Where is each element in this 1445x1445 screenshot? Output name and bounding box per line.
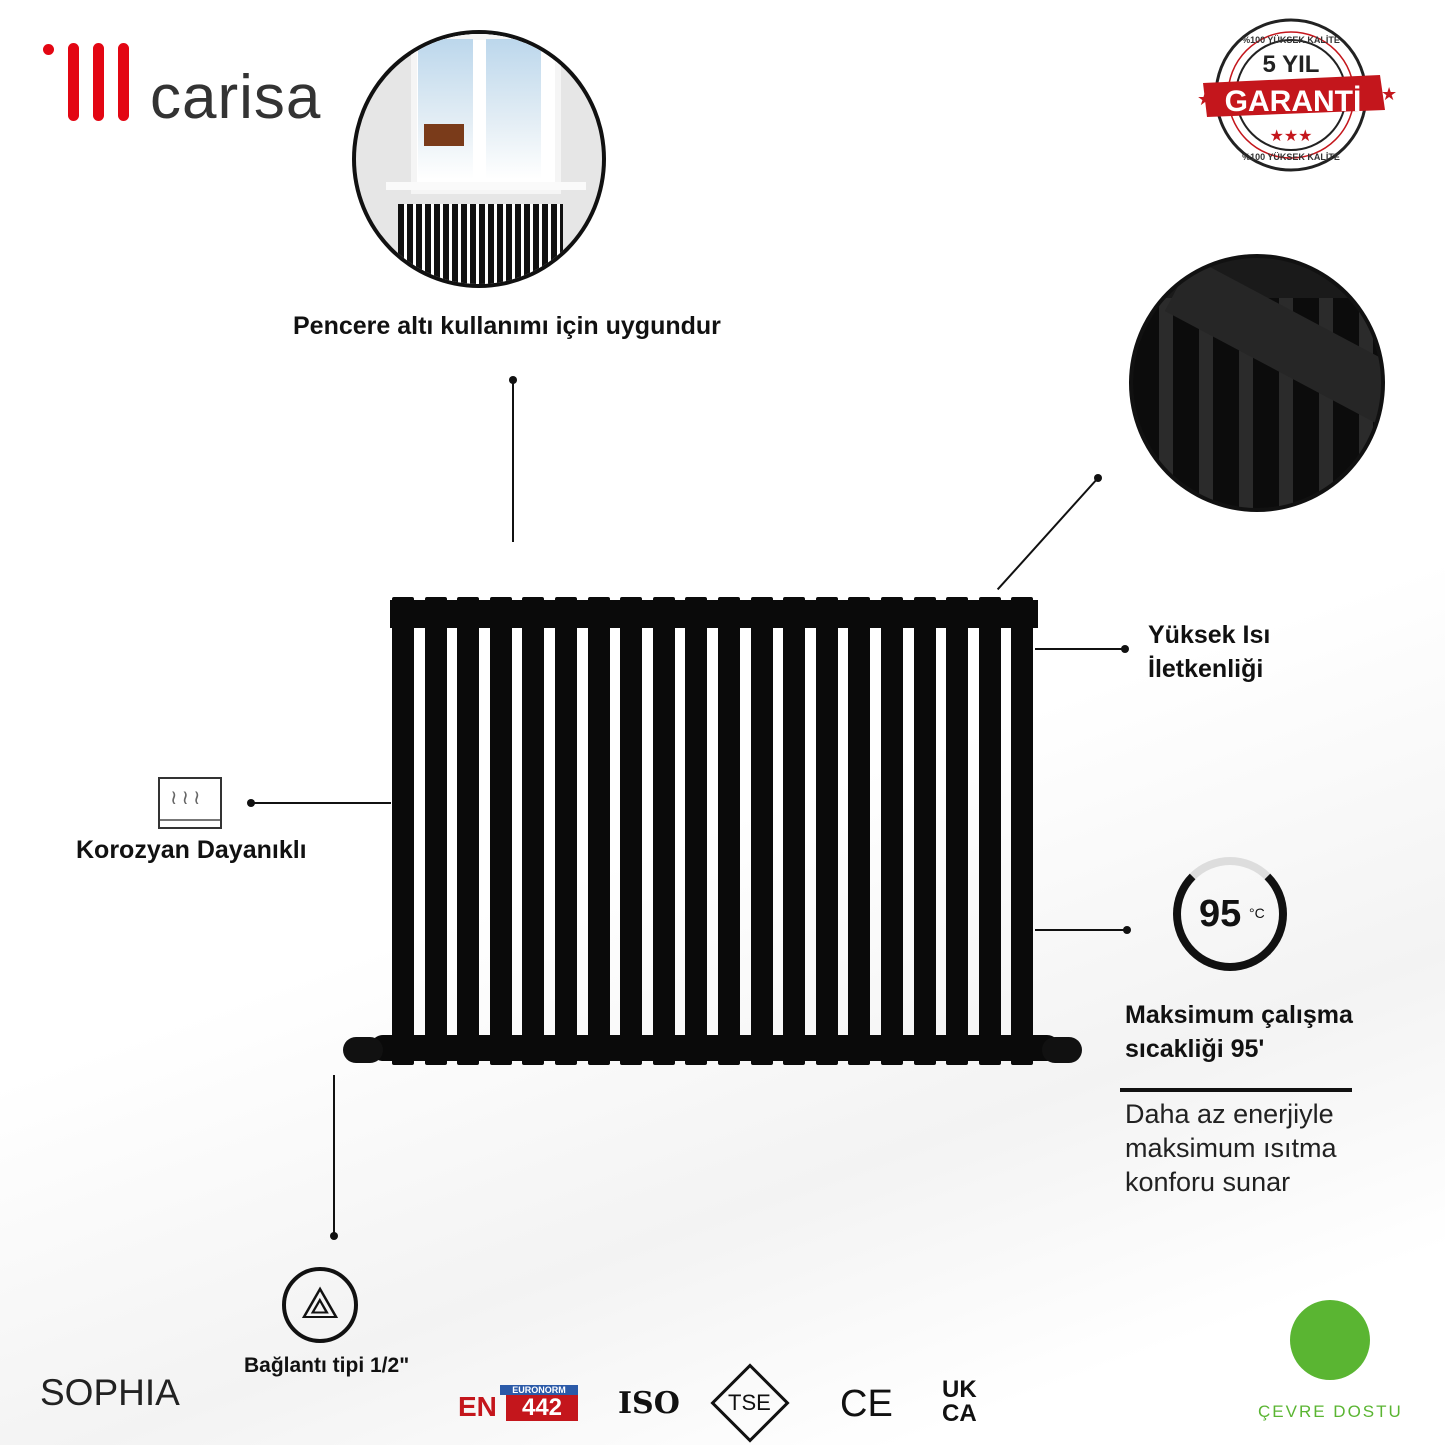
radiator-tube [587, 597, 610, 1065]
logo-bar [68, 43, 79, 121]
radiator-tube [620, 597, 643, 1065]
feature-description: Daha az enerjiyle maksimum ısıtma konfor… [1125, 1099, 1337, 1197]
radiator-tube [652, 597, 675, 1065]
badge-years: 5 YIL [1263, 51, 1320, 78]
tse-logo: TSE [728, 1390, 771, 1415]
temperature-icon: 95 °C [1173, 857, 1287, 971]
conductivity-label: Yüksek Isı İletkenliği [1148, 621, 1271, 683]
svg-text:★: ★ [1381, 84, 1397, 104]
logo-dot [43, 44, 54, 55]
warranty-badge: %100 YÜKSEK KALİTE 5 YIL GARANTİ ★★ ★★★ … [1197, 18, 1397, 172]
eco-label: ÇEVRE DOSTU [1258, 1402, 1403, 1421]
logo-bar [93, 43, 104, 121]
iso-logo: ISO [618, 1386, 680, 1421]
product-name: SOPHIA [40, 1372, 180, 1413]
logo-bar [118, 43, 129, 121]
badge-top-text: %100 YÜKSEK KALİTE [1242, 35, 1340, 45]
window-image [352, 30, 606, 288]
temperature-unit: °C [1249, 905, 1265, 921]
radiator-tube [913, 597, 936, 1065]
corrosion-label: Korozyan Dayanıklı [76, 836, 307, 864]
radiator-tube [718, 597, 740, 1065]
en442-logo: EN EURONORM 442 [458, 1383, 578, 1422]
connection-icon: ⟁ [282, 1267, 358, 1343]
connection-label: Bağlantı tipi 1/2" [244, 1354, 410, 1377]
closeup-image [1129, 254, 1385, 512]
radiator-tube [1011, 597, 1034, 1065]
radiator-tube [555, 597, 577, 1065]
radiator-tube [881, 597, 903, 1065]
radiator-tube [424, 597, 447, 1065]
radiator-tube [489, 597, 512, 1065]
radiator-tube [522, 597, 545, 1065]
radiator-tube [750, 597, 773, 1065]
ce-logo: CE [840, 1383, 893, 1425]
radiator-tube [946, 597, 969, 1065]
badge-ribbon-text: GARANTİ [1225, 85, 1362, 118]
svg-text:★★★: ★★★ [1269, 128, 1312, 145]
window-feature-label: Pencere altı kullanımı için uygundur [293, 312, 721, 340]
radiator-tube [685, 597, 708, 1065]
brand-name: carisa [150, 63, 322, 132]
svg-text:★: ★ [1197, 89, 1213, 109]
radiator-tube [783, 597, 806, 1065]
radiator-tube [392, 597, 414, 1065]
radiator-tube [848, 597, 871, 1065]
radiator-tube [978, 597, 1001, 1065]
radiator-tube [457, 597, 480, 1065]
temperature-value: 95 [1199, 893, 1242, 935]
radiator-tube [815, 597, 838, 1065]
eco-globe-icon [1290, 1300, 1370, 1380]
corrosion-icon: ≀≀≀ [158, 777, 222, 829]
max-temperature-label: Maksimum çalışma sıcakliği 95' [1125, 1001, 1353, 1063]
badge-bottom-text: %100 YÜKSEK KALİTE [1242, 152, 1340, 162]
